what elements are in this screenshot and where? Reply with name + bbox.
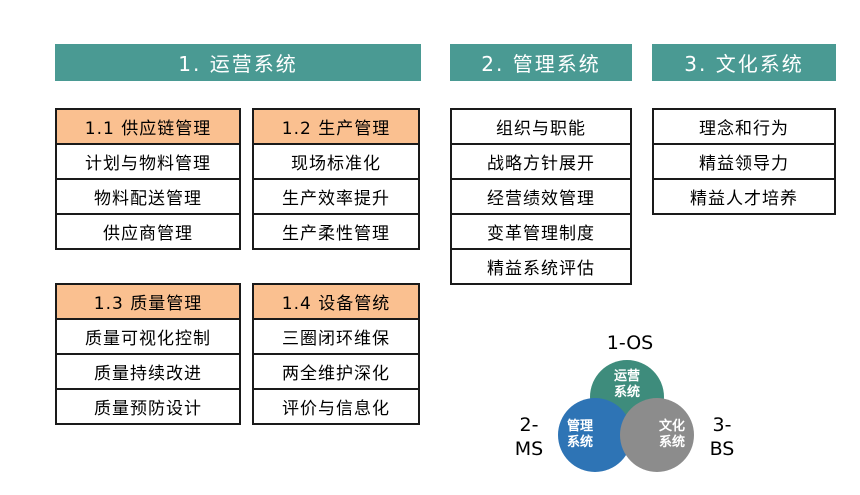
item-cell: 战略方针展开 bbox=[450, 143, 632, 180]
ms-label: 2- MS bbox=[505, 414, 553, 462]
management-circle: 管理 系统 bbox=[558, 398, 632, 472]
section-2-header: 2. 管理系统 bbox=[450, 44, 632, 81]
item-cell: 供应商管理 bbox=[55, 213, 241, 250]
item-cell: 变革管理制度 bbox=[450, 213, 632, 250]
group-1-4: 1.4 设备管统 三圈闭环维保 两全维护深化 评价与信息化 bbox=[252, 283, 420, 425]
item-cell: 精益系统评估 bbox=[450, 248, 632, 285]
group-header-cell: 1.4 设备管统 bbox=[252, 283, 420, 320]
bs-label-line2: BS bbox=[709, 437, 735, 460]
group-1-3: 1.3 质量管理 质量可视化控制 质量持续改进 质量预防设计 bbox=[55, 283, 241, 425]
item-cell: 理念和行为 bbox=[652, 108, 836, 145]
section-1-header: 1. 运营系统 bbox=[55, 44, 421, 81]
bs-label-line1: 3- bbox=[712, 414, 732, 436]
item-cell: 精益领导力 bbox=[652, 143, 836, 180]
group-header-cell: 1.1 供应链管理 bbox=[55, 108, 241, 145]
item-cell: 评价与信息化 bbox=[252, 388, 420, 425]
management-circle-label-line1: 管理 bbox=[567, 419, 594, 435]
section-3-header: 3. 文化系统 bbox=[652, 44, 836, 81]
culture-circle: 文化 系统 bbox=[620, 398, 694, 472]
item-cell: 生产柔性管理 bbox=[252, 213, 420, 250]
culture-circle-label-line2: 系统 bbox=[658, 435, 685, 450]
operation-circle-label-line2: 系统 bbox=[613, 384, 640, 400]
group-1-1: 1.1 供应链管理 计划与物料管理 物料配送管理 供应商管理 bbox=[55, 108, 241, 250]
item-cell: 质量预防设计 bbox=[55, 388, 241, 425]
management-circle-label-line2: 系统 bbox=[567, 435, 594, 450]
culture-circle-label-line1: 文化 bbox=[658, 419, 685, 435]
item-cell: 质量持续改进 bbox=[55, 353, 241, 390]
operation-circle-label-line1: 运营 bbox=[613, 369, 640, 384]
os-label: 1-OS bbox=[606, 332, 654, 354]
section-3-list: 理念和行为 精益领导力 精益人才培养 bbox=[652, 108, 836, 215]
group-1-2: 1.2 生产管理 现场标准化 生产效率提升 生产柔性管理 bbox=[252, 108, 420, 250]
group-header-cell: 1.2 生产管理 bbox=[252, 108, 420, 145]
item-cell: 三圈闭环维保 bbox=[252, 318, 420, 355]
item-cell: 组织与职能 bbox=[450, 108, 632, 145]
item-cell: 两全维护深化 bbox=[252, 353, 420, 390]
item-cell: 精益人才培养 bbox=[652, 178, 836, 215]
item-cell: 经营绩效管理 bbox=[450, 178, 632, 215]
section-2-list: 组织与职能 战略方针展开 经营绩效管理 变革管理制度 精益系统评估 bbox=[450, 108, 632, 285]
ms-label-line2: MS bbox=[514, 437, 544, 460]
item-cell: 物料配送管理 bbox=[55, 178, 241, 215]
item-cell: 现场标准化 bbox=[252, 143, 420, 180]
ms-label-line1: 2- bbox=[519, 414, 539, 436]
item-cell: 计划与物料管理 bbox=[55, 143, 241, 180]
bs-label: 3- BS bbox=[698, 414, 746, 462]
item-cell: 生产效率提升 bbox=[252, 178, 420, 215]
item-cell: 质量可视化控制 bbox=[55, 318, 241, 355]
group-header-cell: 1.3 质量管理 bbox=[55, 283, 241, 320]
